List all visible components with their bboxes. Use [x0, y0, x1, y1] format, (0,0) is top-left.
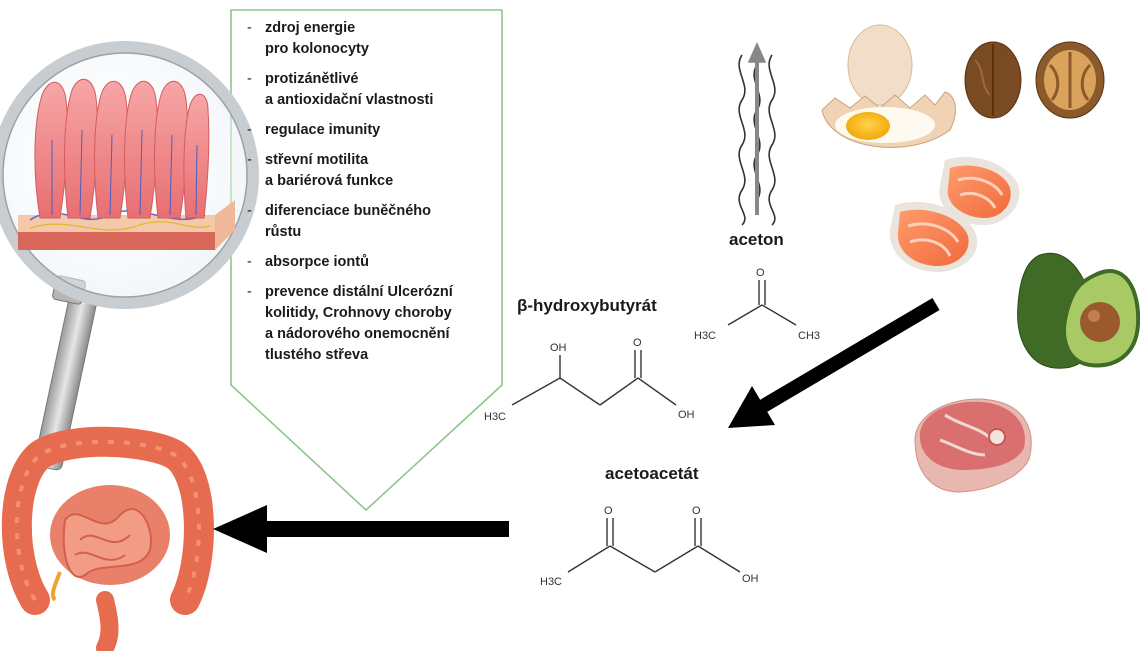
bhb-label: β-hydroxybutyrát	[517, 296, 657, 315]
evaporation-waves-icon	[738, 42, 776, 226]
acetone-structure	[727, 280, 797, 326]
bhb-ch3-label: H3C	[484, 411, 506, 423]
benefit-item: zdroj energie pro kolonocyty	[247, 18, 492, 60]
benefit-item: protizánětlivé a antioxidační vlastnosti	[247, 69, 492, 111]
avocado-icon	[1017, 252, 1140, 369]
benefits-list: zdroj energie pro kolonocyty protizánětl…	[247, 18, 492, 375]
benefit-item: absorpce iontů	[247, 252, 492, 273]
bhb-structure	[511, 350, 677, 406]
acetoacetate-acid-oh-label: OH	[742, 573, 759, 585]
benefit-item: diferenciace buněčného růstu	[247, 201, 492, 243]
acetoacetate-ch3-label: H3C	[540, 576, 562, 588]
benefit-item: prevence distální Ulcerózní kolitidy, Cr…	[247, 282, 492, 366]
acetone-label: aceton	[729, 230, 784, 249]
egg-icon	[821, 24, 956, 148]
walnut-icon	[964, 41, 1105, 119]
acetoacetate-structure	[567, 518, 741, 573]
acetone-o-label: O	[756, 267, 765, 279]
flow-arrow-foods	[728, 297, 940, 428]
acetone-ch3-left: H3C	[694, 330, 716, 342]
flow-arrow-intestine	[213, 505, 509, 553]
intestine-icon	[1, 426, 214, 651]
bhb-oh-label: OH	[550, 342, 567, 354]
meat-icon	[914, 398, 1032, 493]
intestinal-villi-icon	[18, 78, 235, 250]
salmon-icon	[889, 156, 1020, 272]
acetoacetate-label: acetoacetát	[605, 464, 699, 483]
bhb-acid-oh-label: OH	[678, 409, 695, 421]
acetoacetate-o2-label: O	[692, 505, 701, 517]
benefit-item: regulace imunity	[247, 120, 492, 141]
acetoacetate-o1-label: O	[604, 505, 613, 517]
acetone-ch3-right: CH3	[798, 330, 820, 342]
bhb-o-label: O	[633, 337, 642, 349]
benefit-item: střevní motilita a bariérová funkce	[247, 150, 492, 192]
